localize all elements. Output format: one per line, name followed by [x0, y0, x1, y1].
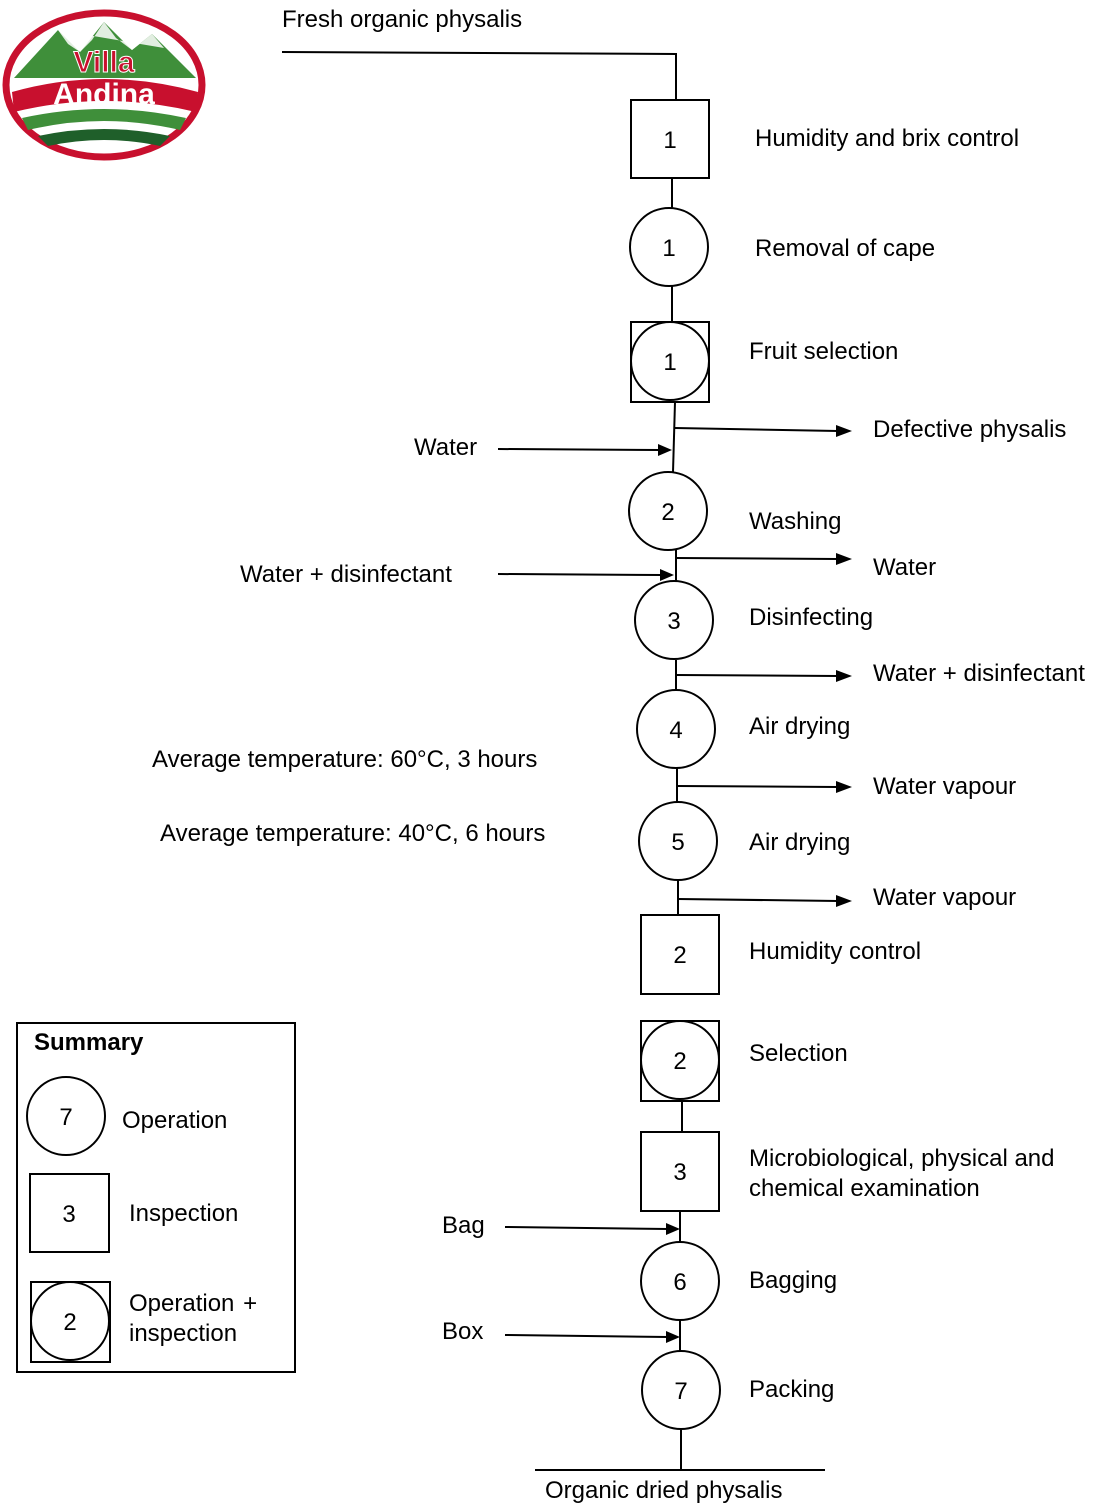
- svg-text:2: 2: [661, 499, 674, 526]
- summary-operation-label: Operation: [122, 1107, 228, 1134]
- summary-title: Summary: [34, 1029, 144, 1056]
- step-operation-inspection-2: 2: [640, 1020, 720, 1102]
- step-label-washing: Washing: [749, 508, 842, 535]
- step-operation-5: 5: [638, 801, 718, 881]
- input-arrow-water: [497, 444, 672, 456]
- step-operation-4: 4: [636, 689, 716, 769]
- summary-operation-count: 7: [59, 1104, 72, 1131]
- svg-text:2: 2: [673, 942, 686, 969]
- step-operation-7: 7: [641, 1350, 721, 1430]
- step-label-air-drying-1: Air drying: [749, 713, 851, 740]
- input-arrow-bag: [504, 1223, 680, 1235]
- input-label-bag: Bag: [442, 1212, 485, 1239]
- output-label-water: Water: [873, 554, 937, 581]
- output-label-water-disinfectant: Water + disinfectant: [873, 660, 1085, 687]
- svg-text:3: 3: [667, 608, 680, 635]
- svg-text:6: 6: [673, 1269, 686, 1296]
- step-label-air-drying-2: Air drying: [749, 829, 851, 856]
- step-operation-6: 6: [640, 1241, 720, 1321]
- svg-text:1: 1: [662, 235, 675, 262]
- input-feed-line: [281, 51, 677, 100]
- summary-box: 7 3 2: [16, 1022, 296, 1373]
- step-label-disinfecting: Disinfecting: [749, 604, 874, 631]
- step-label-packing: Packing: [749, 1376, 835, 1403]
- step-operation-1: 1: [629, 207, 709, 287]
- input-label-water: Water: [414, 434, 478, 461]
- output-arrow-vapour-2: [677, 895, 852, 907]
- logo-text-villa: Villa: [73, 46, 134, 79]
- output-arrow-vapour-1: [676, 781, 852, 793]
- output-label-vapour-2: Water vapour: [873, 884, 1017, 911]
- output-arrow-defective: [674, 425, 852, 437]
- output-product-label: Organic dried physalis: [545, 1477, 783, 1504]
- input-product-label: Fresh organic physalis: [282, 6, 523, 33]
- step-label-selection: Selection: [749, 1040, 848, 1067]
- step-inspection-3: 3: [640, 1131, 720, 1212]
- condition-60c: Average temperature: 60°C, 3 hours: [152, 746, 538, 773]
- villa-andina-logo: Villa Andina: [2, 9, 206, 161]
- step-label-fruit-selection: Fruit selection: [749, 338, 899, 365]
- input-label-box: Box: [442, 1318, 484, 1345]
- input-arrow-box: [504, 1331, 680, 1343]
- step-label-humidity-control: Humidity control: [749, 938, 922, 965]
- step-label-bagging: Bagging: [749, 1267, 838, 1294]
- summary-inspection-symbol: [29, 1173, 110, 1253]
- output-label-vapour-1: Water vapour: [873, 773, 1017, 800]
- svg-text:5: 5: [671, 829, 684, 856]
- output-arrow-water: [675, 553, 852, 565]
- input-arrow-water-disinfectant: [497, 569, 674, 581]
- svg-text:3: 3: [673, 1159, 686, 1186]
- svg-text:7: 7: [674, 1378, 687, 1405]
- step-label-removal-cape: Removal of cape: [755, 235, 936, 262]
- svg-text:4: 4: [669, 717, 682, 744]
- step-operation-3: 3: [634, 580, 714, 660]
- output-label-defective: Defective physalis: [873, 416, 1067, 443]
- summary-op-insp-count: 2: [63, 1309, 76, 1336]
- summary-inspection-label: Inspection: [129, 1200, 239, 1227]
- svg-text:1: 1: [663, 349, 676, 376]
- input-arrows: [497, 444, 680, 1343]
- step-label-examination: Microbiological, physical and chemical e…: [749, 1145, 1055, 1202]
- output-arrows: [674, 425, 852, 907]
- step-inspection-1: 1: [630, 99, 710, 179]
- step-inspection-2: 2: [640, 914, 720, 995]
- svg-text:2: 2: [673, 1048, 686, 1075]
- summary-inspection-count: 3: [62, 1201, 75, 1228]
- input-label-water-disinfectant: Water + disinfectant: [240, 561, 452, 588]
- step-label-humidity-brix: Humidity and brix control: [755, 125, 1020, 152]
- output-arrow-water-disinfectant: [675, 670, 852, 682]
- summary-op-insp-label: Operation + inspection: [129, 1290, 258, 1347]
- step-operation-inspection-1: 1: [630, 321, 710, 403]
- logo-text-andina: Andina: [53, 78, 155, 111]
- condition-40c: Average temperature: 40°C, 6 hours: [160, 820, 546, 847]
- summary-operation-symbol: [26, 1076, 106, 1156]
- svg-text:1: 1: [663, 127, 676, 154]
- step-operation-2: 2: [628, 471, 708, 551]
